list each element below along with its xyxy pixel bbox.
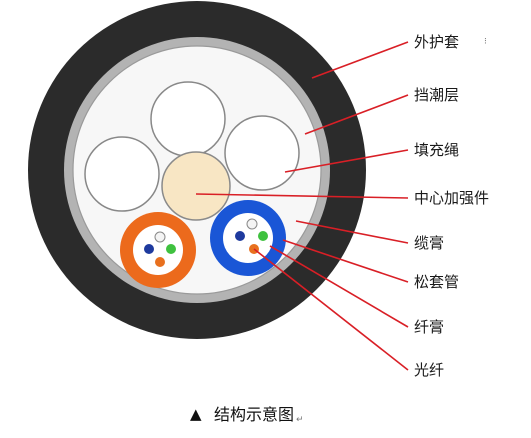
leader-lines bbox=[195, 41, 409, 371]
label-filler-rope: 填充绳 bbox=[414, 141, 459, 159]
filler-rope-right bbox=[224, 115, 300, 191]
leader-optical-fiber bbox=[253, 248, 409, 371]
filler-rope-left bbox=[84, 136, 160, 212]
fiber-green bbox=[166, 244, 176, 254]
loose-tube-blue bbox=[210, 200, 286, 276]
fiber-orange bbox=[155, 257, 165, 267]
label-fiber-gel: 纤膏 bbox=[414, 318, 444, 336]
label-cable-gel: 缆膏 bbox=[414, 234, 444, 252]
leader-filler-rope bbox=[284, 149, 409, 173]
central-strength-member bbox=[161, 151, 231, 221]
caption-triangle-icon: ▲ bbox=[190, 405, 202, 423]
caption-text: 结构示意图 bbox=[214, 405, 294, 424]
leader-cable-gel bbox=[295, 220, 409, 244]
label-optical-fiber: 光纤 bbox=[414, 361, 444, 379]
label-moisture-barrier: 挡潮层 bbox=[414, 86, 459, 104]
filler-rope-top bbox=[150, 81, 226, 157]
loose-tube-orange bbox=[120, 212, 196, 288]
fiber-white bbox=[246, 218, 258, 230]
caption-paragraph-mark: ↵ bbox=[296, 415, 304, 425]
fiber-blue bbox=[144, 244, 154, 254]
fiber-green bbox=[258, 231, 268, 241]
fiber-blue bbox=[235, 231, 245, 241]
fiber-white bbox=[154, 231, 166, 243]
leader-loose-tube bbox=[282, 239, 409, 283]
label-loose-tube: 松套管 bbox=[414, 273, 459, 291]
overflow-marks: ⁝ bbox=[484, 37, 487, 47]
leader-fiber-gel bbox=[269, 245, 409, 328]
leader-moisture-barrier bbox=[304, 94, 409, 135]
label-outer-sheath: 外护套 bbox=[414, 33, 459, 51]
leader-central-strength bbox=[195, 193, 409, 199]
label-central-strength-member: 中心加强件 bbox=[414, 189, 489, 207]
leader-outer-sheath bbox=[311, 41, 409, 79]
